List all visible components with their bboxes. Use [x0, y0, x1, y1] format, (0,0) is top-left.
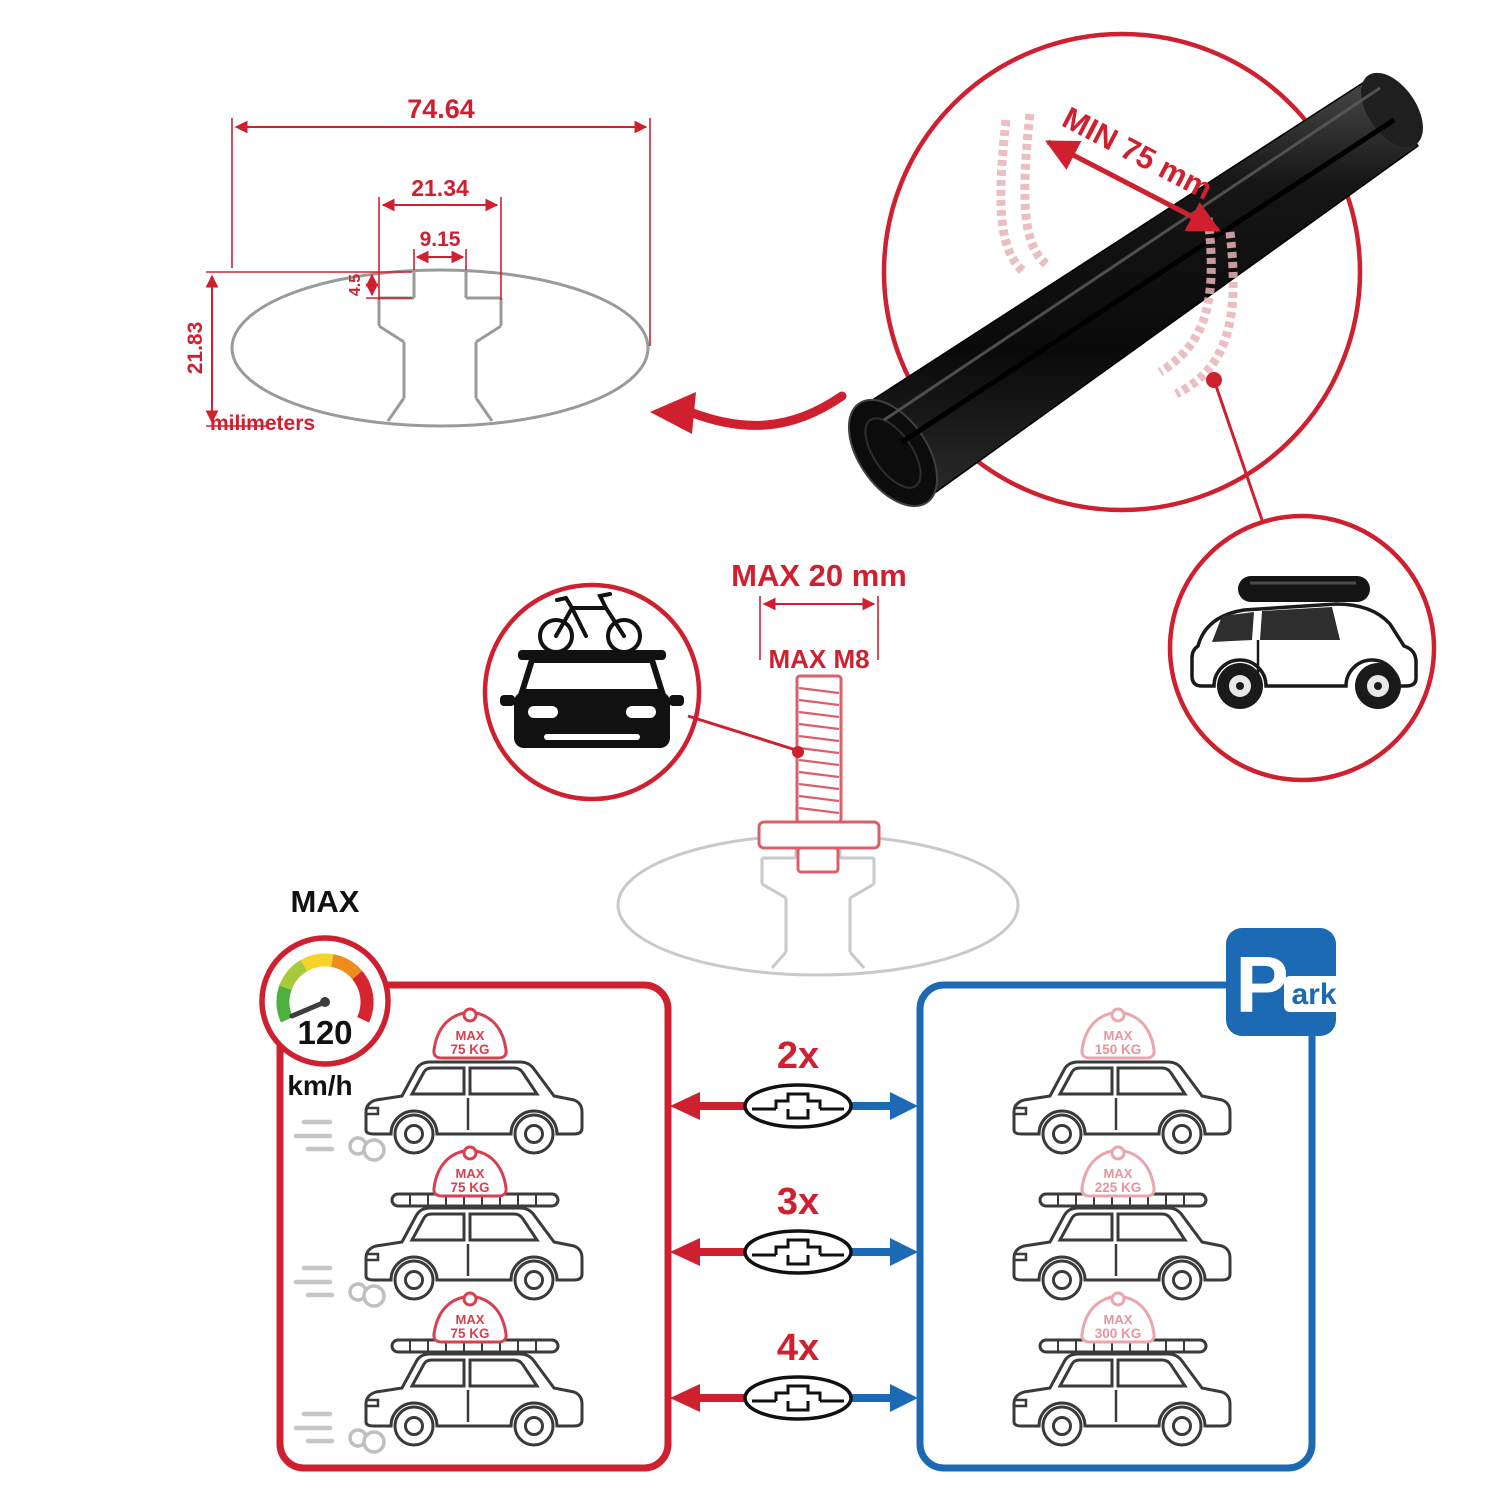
parked-car-2: MAX 225 KG — [1012, 1145, 1232, 1301]
speed-max-title: MAX — [291, 884, 360, 919]
park-sign: P ark — [1226, 928, 1344, 1036]
parked-panel: MAX 150 KG MAX 225 KG MAX 300 KG P ark — [916, 928, 1344, 1472]
speed-limit-gauge: MAX 120 km/h — [259, 884, 391, 1101]
bolt-max-thread-label: MAX M8 — [768, 644, 869, 674]
bar-profile-ellipse — [743, 1375, 853, 1421]
dim-cavity-width: 21.34 — [411, 175, 469, 201]
bar-count-arrows: 2x 3x 4x — [670, 1035, 918, 1421]
parked-car-1: MAX 150 KG — [1012, 1007, 1232, 1155]
dim-total-height: 21.83 — [184, 322, 207, 375]
load-max-label: MAX — [456, 1166, 485, 1181]
crossbar-render — [847, 72, 1423, 508]
bolt-max-width-label: MAX 20 mm — [731, 558, 907, 593]
bar-profile-ellipse — [743, 1083, 853, 1129]
dim-slot-width: 9.15 — [420, 228, 461, 251]
car-front-icon — [500, 650, 684, 748]
speed-lines — [293, 1119, 335, 1152]
zoom-arrow — [650, 391, 847, 434]
u-bolt-left — [996, 113, 1050, 276]
load-value: 75 KG — [450, 1180, 489, 1195]
bar-count-label: 3x — [777, 1181, 819, 1223]
load-value: 75 KG — [450, 1042, 489, 1057]
speed-unit: km/h — [287, 1070, 352, 1101]
gauge-needle — [289, 999, 328, 1019]
bar-count-row-1: 2x — [670, 1035, 918, 1129]
load-max-label: MAX — [456, 1028, 485, 1043]
bike-on-car-circle — [482, 582, 804, 802]
dim-total-width: 74.64 — [407, 94, 475, 124]
bar-profile-icon — [752, 1238, 844, 1266]
driving-car-1: MAX 75 KG — [293, 1007, 584, 1162]
gauge-arc — [276, 953, 374, 1023]
load-max-label: MAX — [1104, 1028, 1133, 1043]
bar-profile-ellipse — [743, 1229, 853, 1275]
bar-count-row-2: 3x — [670, 1181, 918, 1275]
load-value: 150 KG — [1095, 1042, 1142, 1057]
driving-car-2: MAX 75 KG — [293, 1145, 584, 1308]
bar-count-label: 4x — [777, 1327, 819, 1369]
crossbar-dimension-diagram: 74.64 21.34 9.15 4.5 21.83 milimeters — [184, 94, 651, 435]
dim-slot-depth: 4.5 — [347, 274, 364, 296]
park-sign-suffix: ark — [1291, 978, 1336, 1011]
crossbar-detail-circle: MIN 75 mm — [847, 31, 1423, 521]
speed-lines — [293, 1411, 335, 1444]
park-sign-letter: P — [1235, 940, 1288, 1029]
driving-car-3: MAX 75 KG — [293, 1291, 584, 1454]
load-max-label: MAX — [456, 1312, 485, 1327]
bar-profile-icon — [752, 1384, 844, 1412]
bar-count-row-3: 4x — [670, 1327, 918, 1421]
parked-car-3: MAX 300 KG — [1012, 1291, 1232, 1447]
load-value: 225 KG — [1095, 1180, 1142, 1195]
units-label: milimeters — [210, 412, 315, 435]
speed-lines — [293, 1265, 335, 1298]
u-bolt-right — [1157, 217, 1238, 399]
load-value: 300 KG — [1095, 1326, 1142, 1341]
bolt-diagram: MAX 20 mm MAX M8 — [616, 558, 1020, 977]
load-max-label: MAX — [1104, 1312, 1133, 1327]
load-max-label: MAX — [1104, 1166, 1133, 1181]
suv-illustration — [1190, 576, 1418, 709]
bar-profile-icon — [752, 1092, 844, 1120]
t-bolt — [757, 674, 881, 874]
speed-value: 120 — [297, 1014, 352, 1051]
driving-panel: MAX 75 KG MAX 75 KG MAX — [276, 981, 672, 1472]
bar-count-label: 2x — [777, 1035, 819, 1077]
suv-roofbox-circle — [1167, 513, 1437, 783]
load-value: 75 KG — [450, 1326, 489, 1341]
